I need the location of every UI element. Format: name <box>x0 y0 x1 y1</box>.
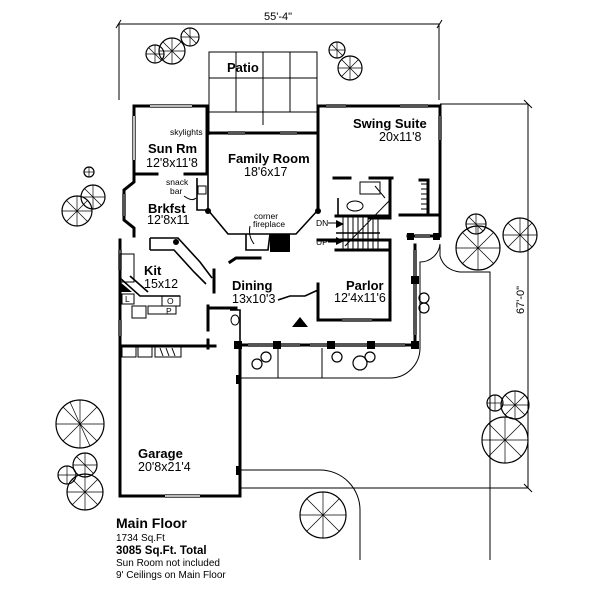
room-size-kitchen: 15x12 <box>144 277 178 291</box>
shrub <box>251 292 430 371</box>
interior-walls <box>119 133 442 358</box>
dimension-width <box>115 19 443 100</box>
tree <box>337 55 363 81</box>
tree <box>80 184 106 210</box>
stairs-down-label: DN <box>316 218 328 228</box>
room-size-garage: 20'8x21'4 <box>138 460 191 474</box>
caption-note-sunroom: Sun Room not included <box>116 558 220 569</box>
fireplace-note-line1: corner <box>254 211 278 221</box>
patio-grid <box>208 51 318 135</box>
laundry-label: L <box>125 294 130 304</box>
entry-marker <box>292 317 308 327</box>
room-size-sun-room: 12'8x11'8 <box>146 156 198 170</box>
oven-label: O <box>167 296 174 306</box>
tree <box>328 41 346 59</box>
tree <box>502 217 538 253</box>
tree <box>180 27 200 47</box>
snack-bar-note-line1: snack <box>166 177 189 187</box>
tree <box>299 491 347 539</box>
tree <box>57 465 77 485</box>
tree <box>145 44 165 64</box>
caption-title: Main Floor <box>116 515 187 531</box>
porch-posts <box>234 233 440 475</box>
room-label-dining: Dining <box>232 278 272 293</box>
snack-bar-leader <box>183 195 197 201</box>
room-label-parlor: Parlor <box>346 278 384 293</box>
walkways <box>239 243 491 560</box>
room-label-breakfast: Brkfst <box>148 201 186 216</box>
tree <box>72 452 98 478</box>
room-label-patio: Patio <box>227 60 259 75</box>
staircase <box>334 199 392 252</box>
dimension-depth <box>240 99 533 493</box>
pantry-label: P <box>166 306 172 316</box>
tree <box>481 416 529 464</box>
room-label-garage: Garage <box>138 446 183 461</box>
caption-note-ceilings: 9' Ceilings on Main Floor <box>116 570 226 581</box>
room-label-sun-room: Sun Rm <box>148 141 197 156</box>
stairs-up-label: UP <box>316 237 328 247</box>
tree <box>486 394 504 412</box>
depth-dimension-label: 67'-0" <box>515 286 527 314</box>
width-dimension-label: 55'-4" <box>264 11 292 23</box>
room-size-swing-suite: 20x11'8 <box>379 130 422 144</box>
snack-bar-note-line2: bar <box>170 186 182 196</box>
fireplace-leader <box>249 225 255 245</box>
caption-total: 3085 Sq.Ft. Total <box>116 545 207 557</box>
tree <box>455 225 501 271</box>
room-label-kitchen: Kit <box>144 263 162 278</box>
tree <box>61 195 93 227</box>
tree <box>55 399 105 449</box>
room-size-dining: 13x10'3 <box>232 292 275 306</box>
tree <box>465 213 487 235</box>
room-label-family-room: Family Room <box>228 151 310 166</box>
tree <box>500 390 530 420</box>
fireplace-note-line2: fireplace <box>253 219 285 229</box>
tree <box>83 166 95 178</box>
room-size-family-room: 18'6x17 <box>244 165 287 179</box>
tree <box>66 473 104 511</box>
room-size-parlor: 12'4x11'6 <box>334 291 386 305</box>
skylights-note: skylights <box>170 127 203 137</box>
room-size-breakfast: 12'8x11 <box>147 213 190 227</box>
room-label-swing-suite: Swing Suite <box>353 116 427 131</box>
caption-area: 1734 Sq.Ft <box>116 533 165 544</box>
